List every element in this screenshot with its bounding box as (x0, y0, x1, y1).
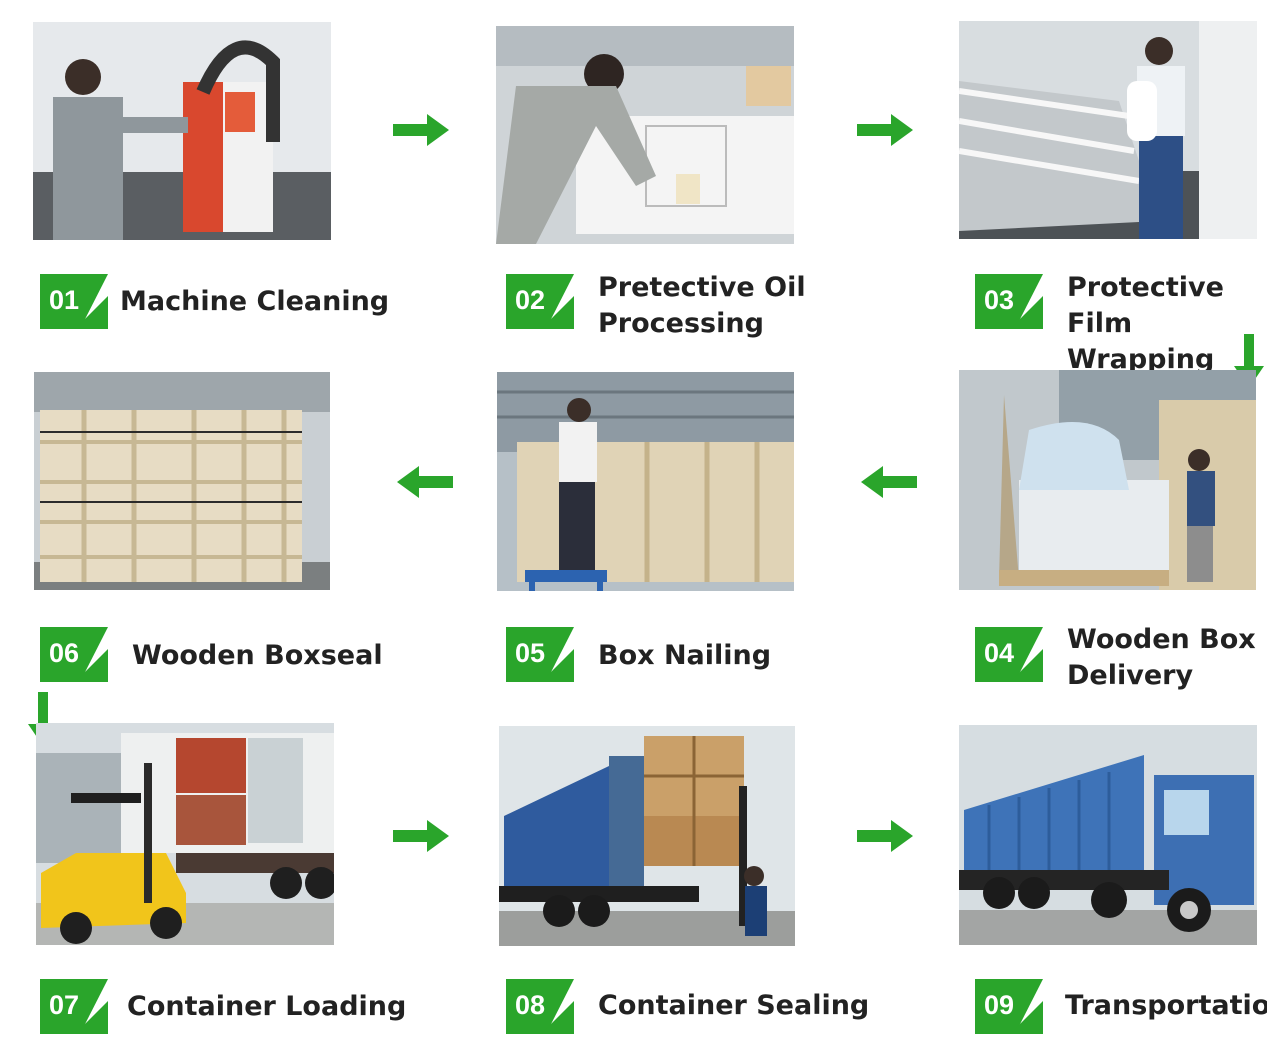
step-number: 07 (49, 990, 80, 1020)
photo-protective-film (959, 21, 1257, 239)
step-label: Machine Cleaning (120, 286, 390, 317)
arrow-right-icon (857, 114, 913, 146)
step-label: Box Nailing (598, 640, 772, 671)
step-number: 04 (984, 638, 1015, 668)
arrow-right-icon (857, 820, 913, 852)
photo-wooden-box-delivery (959, 370, 1256, 590)
step-number: 06 (49, 638, 80, 668)
photo-container-sealing (499, 726, 795, 946)
step-label: Protective Film Wrapping (1067, 272, 1224, 375)
step-number: 01 (49, 285, 80, 315)
step-label: Wooden Box Delivery (1067, 624, 1256, 691)
photo-container-loading (36, 723, 334, 945)
step-label: Container Loading (127, 991, 407, 1022)
arrow-right-icon (393, 820, 449, 852)
photo-machine-cleaning (33, 22, 331, 240)
step-badge-06: 06 (40, 627, 108, 682)
step-badge-09: 09 (975, 979, 1043, 1034)
step-number: 09 (984, 990, 1015, 1020)
step-number: 03 (984, 285, 1015, 315)
photo-wooden-boxseal (34, 372, 330, 590)
step-badge-05: 05 (506, 627, 574, 682)
step-number: 05 (515, 638, 546, 668)
arrow-left-icon (397, 466, 453, 498)
arrow-left-icon (861, 466, 917, 498)
step-label: Transportation (1065, 990, 1267, 1021)
step-badge-04: 04 (975, 627, 1043, 682)
photo-box-nailing (497, 372, 794, 591)
step-badge-03: 03 (975, 274, 1043, 329)
step-number: 02 (515, 285, 546, 315)
step-label: Wooden Boxseal (132, 640, 383, 671)
step-badge-01: 01 (40, 274, 108, 329)
step-badge-07: 07 (40, 979, 108, 1034)
step-badge-02: 02 (506, 274, 574, 329)
arrow-right-icon (393, 114, 449, 146)
step-label: Container Sealing (598, 990, 870, 1021)
photo-protective-oil (496, 26, 794, 244)
step-label: Pretective Oil Processing (598, 272, 806, 339)
step-badge-08: 08 (506, 979, 574, 1034)
photo-transportation (959, 725, 1257, 945)
step-number: 08 (515, 990, 546, 1020)
